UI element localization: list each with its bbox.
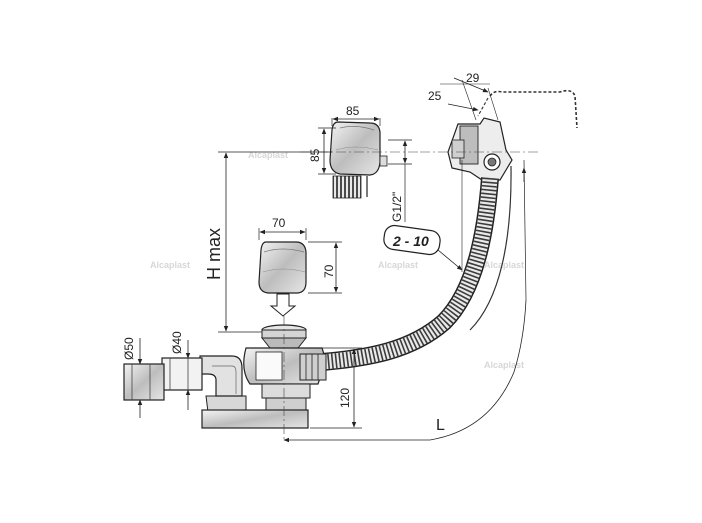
watermark-3: Alcaplast bbox=[484, 260, 524, 270]
watermark-4: Alcaplast bbox=[150, 260, 190, 270]
label-cap-width: 70 bbox=[272, 216, 286, 230]
label-offset-29: 29 bbox=[466, 71, 480, 85]
label-outlet-outer-diameter: Ø50 bbox=[122, 337, 136, 360]
dim-overflow-thread: G1/2" bbox=[388, 139, 412, 222]
dim-adjust-range: 2 - 10 bbox=[383, 160, 463, 272]
dim-length: L bbox=[283, 159, 527, 443]
dim-cap-width: 70 bbox=[258, 216, 307, 240]
label-overflow-thread: G1/2" bbox=[390, 192, 404, 222]
label-overflow-height: 85 bbox=[308, 148, 322, 162]
label-offset-25: 25 bbox=[428, 89, 442, 103]
dim-outlet-diameters: Ø50 Ø40 bbox=[122, 331, 191, 418]
label-outlet-inner-diameter: Ø40 bbox=[170, 331, 184, 354]
dim-drain-height: 120 bbox=[310, 347, 362, 429]
overflow-connector bbox=[420, 89, 578, 181]
label-length: L bbox=[436, 417, 445, 434]
overflow-head bbox=[300, 121, 420, 199]
dim-overflow-width: 85 bbox=[331, 104, 381, 126]
watermark-5: Alcaplast bbox=[484, 360, 524, 370]
corrugated-hose bbox=[321, 165, 512, 371]
dim-cap-height: 70 bbox=[308, 241, 342, 294]
watermark-1: Alcaplast bbox=[248, 150, 288, 160]
label-drain-height: 120 bbox=[338, 388, 352, 408]
drain-cap bbox=[258, 241, 307, 317]
label-overflow-width: 85 bbox=[346, 104, 360, 118]
dim-wall-offsets: 29 25 bbox=[428, 71, 499, 121]
watermark-2: Alcaplast bbox=[378, 260, 418, 270]
label-adjust-range: 2 - 10 bbox=[392, 233, 429, 249]
watermarks: Alcaplast Alcaplast Alcaplast Alcaplast … bbox=[150, 150, 524, 370]
dim-height-max: H max bbox=[204, 151, 332, 333]
drain-assembly bbox=[123, 316, 327, 440]
label-height-max: H max bbox=[204, 228, 224, 280]
label-cap-height: 70 bbox=[322, 264, 336, 278]
